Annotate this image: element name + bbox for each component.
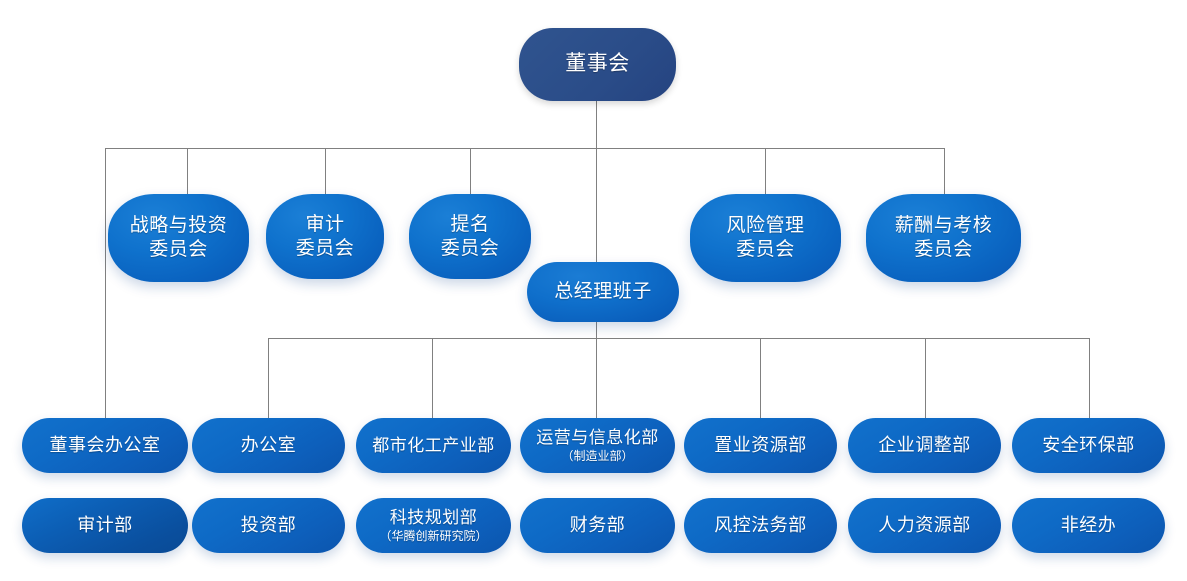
node-label-line2: 委员会: [736, 239, 795, 260]
node-committee-risk-management[interactable]: 风险管理 委员会: [690, 194, 841, 282]
node-label-line1: 审计: [305, 213, 345, 235]
connector-committee-bar: [105, 148, 945, 149]
node-label: 总经理班子: [554, 281, 652, 303]
node-committee-compensation-appraisal[interactable]: 薪酬与考核 委员会: [866, 194, 1021, 282]
node-label: 人力资源部: [878, 515, 971, 536]
connector-department-drop-6: [1089, 338, 1090, 418]
connector-board-office-spine: [105, 148, 106, 418]
node-label-line1: 提名: [450, 213, 490, 235]
node-label: 风控法务部: [714, 515, 807, 536]
node-committee-nomination[interactable]: 提名 委员会: [409, 194, 531, 279]
node-dept-audit[interactable]: 审计部: [22, 498, 188, 553]
connector-department-drop-2: [432, 338, 433, 418]
node-label-line2: 委员会: [914, 239, 973, 260]
connector-committee-drop-4: [765, 148, 766, 194]
node-sublabel: （华腾创新研究院）: [379, 529, 488, 544]
node-dept-operations-informatization[interactable]: 运营与信息化部 （制造业部）: [520, 418, 675, 473]
node-label: 办公室: [240, 435, 297, 456]
connector-committee-drop-1: [187, 148, 188, 194]
node-label: 董事会办公室: [49, 435, 161, 456]
node-dept-safety-environmental[interactable]: 安全环保部: [1012, 418, 1165, 473]
connector-department-drop-5: [925, 338, 926, 418]
node-label: 置业资源部: [714, 435, 807, 456]
node-dept-human-resources[interactable]: 人力资源部: [848, 498, 1001, 553]
node-dept-finance[interactable]: 财务部: [520, 498, 675, 553]
node-dept-risk-control-legal[interactable]: 风控法务部: [684, 498, 837, 553]
node-dept-technology-planning[interactable]: 科技规划部 （华腾创新研究院）: [356, 498, 511, 553]
node-label-line2: 委员会: [295, 237, 355, 259]
node-label-line2: 委员会: [149, 239, 208, 260]
connector-department-bar: [268, 338, 1090, 339]
node-committee-strategy-investment[interactable]: 战略与投资 委员会: [108, 194, 249, 282]
node-label: 非经办: [1060, 515, 1117, 536]
connector-committee-drop-2: [325, 148, 326, 194]
node-label: 审计部: [77, 515, 133, 536]
node-sublabel: （制造业部）: [561, 449, 634, 464]
connector-gm-down-stem: [596, 322, 597, 339]
node-committee-audit[interactable]: 审计 委员会: [266, 194, 384, 279]
node-dept-property-resources[interactable]: 置业资源部: [684, 418, 837, 473]
node-general-manager-team[interactable]: 总经理班子: [527, 262, 679, 322]
node-label: 投资部: [240, 515, 297, 536]
connector-board-stem: [596, 101, 597, 148]
node-label-line2: 委员会: [440, 237, 500, 259]
node-label: 科技规划部: [389, 507, 478, 527]
node-dept-office[interactable]: 办公室: [192, 418, 345, 473]
node-label: 安全环保部: [1042, 435, 1135, 456]
node-label: 财务部: [569, 515, 626, 536]
node-dept-board-office[interactable]: 董事会办公室: [22, 418, 188, 473]
connector-committee-drop-3: [470, 148, 471, 194]
node-dept-urban-chemical-industry[interactable]: 都市化工产业部: [356, 418, 511, 473]
node-board-of-directors[interactable]: 董事会: [519, 28, 676, 101]
connector-committee-drop-5: [944, 148, 945, 194]
node-label: 运营与信息化部: [536, 427, 659, 447]
node-label-line1: 战略与投资: [129, 215, 228, 237]
node-label: 企业调整部: [878, 435, 971, 456]
connector-department-drop-1: [268, 338, 269, 418]
node-label-line1: 薪酬与考核: [894, 215, 993, 237]
node-dept-non-operating-office[interactable]: 非经办: [1012, 498, 1165, 553]
connector-department-drop-3: [596, 338, 597, 418]
connector-gm-stem: [596, 148, 597, 262]
node-label: 都市化工产业部: [372, 435, 495, 455]
connector-department-drop-4: [760, 338, 761, 418]
node-label: 董事会: [565, 52, 630, 76]
node-dept-investment[interactable]: 投资部: [192, 498, 345, 553]
node-label-line1: 风险管理: [726, 215, 805, 237]
node-dept-enterprise-restructuring[interactable]: 企业调整部: [848, 418, 1001, 473]
